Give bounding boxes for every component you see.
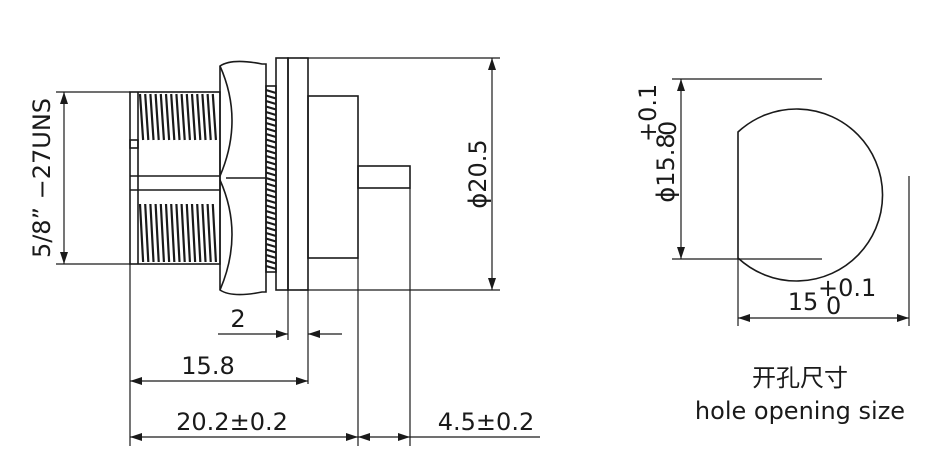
hole-caption: 开孔尺寸 hole opening size [695,364,905,425]
rear-body [307,95,359,259]
hole-height-base: ϕ15.8 [652,133,680,202]
extension-lines [56,57,500,446]
svg-text:+0.1: +0.1 [634,84,662,142]
hole-width-tol-plus: +0.1 [818,274,876,302]
thread-band-top [138,93,218,141]
svg-text:0: 0 [826,292,841,320]
body-length-label: 15.8 [181,352,234,380]
flange-thickness-label: 2 [230,305,245,333]
svg-text:ϕ15.8: ϕ15.8 [652,133,680,202]
connector-side-view [129,57,411,296]
hex-nut [219,60,267,296]
flange [275,57,309,291]
thread-spec-label: 5/8” −27UNS [28,98,56,258]
hole-height-tol-zero: 0 [654,121,682,136]
dim-hole-width: 15 +0.1 0 [738,274,909,322]
dim-pin-length: 4.5±0.2 [358,408,540,441]
hole-profile [737,108,884,282]
hole-width-tol-zero: 0 [826,292,841,320]
dim-flange-thickness: 2 [218,305,342,338]
dim-hole-height: ϕ15.8 +0.1 0 [634,79,685,259]
pin-length-label: 4.5±0.2 [438,408,534,436]
dim-outer-diameter: ϕ20.5 [464,58,496,290]
thread-band-bottom [138,203,218,263]
caption-title-cn: 开孔尺寸 [752,364,848,392]
caption-title-en: hole opening size [695,397,905,425]
svg-text:+0.1: +0.1 [818,274,876,302]
dim-total-length: 20.2±0.2 [130,408,358,441]
hole-width-base: 15 [788,288,819,316]
thread-neck [265,85,277,273]
dim-thread-spec: 5/8” −27UNS [28,92,68,264]
dim-body-length: 15.8 [130,352,308,385]
svg-text:15: 15 [788,288,819,316]
contact-pin [357,165,411,189]
threaded-body [129,91,221,265]
total-length-label: 20.2±0.2 [176,408,288,436]
svg-text:0: 0 [654,121,682,136]
hole-height-tol-plus: +0.1 [634,84,662,142]
outer-diameter-label: ϕ20.5 [464,139,492,208]
